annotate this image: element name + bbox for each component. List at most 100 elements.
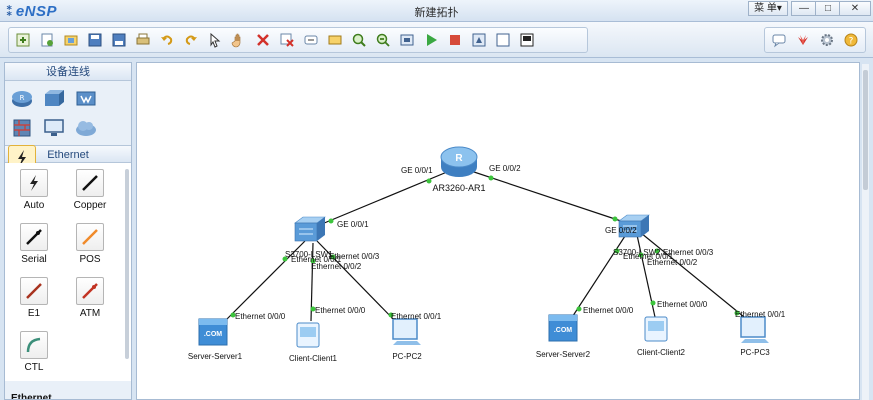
device-wlan[interactable] (72, 85, 100, 111)
pc-label: PC-PC2 (392, 352, 422, 361)
delete-button[interactable] (252, 29, 274, 51)
port-status-dots (230, 175, 740, 318)
cable-pos[interactable]: POS (65, 223, 115, 265)
pan-button[interactable] (228, 29, 250, 51)
topology-button[interactable] (516, 29, 538, 51)
wlan-icon (76, 91, 96, 106)
switch-icon (45, 90, 64, 106)
rectangle-button[interactable] (324, 29, 346, 51)
cable-label: Copper (73, 200, 107, 211)
cable-atm[interactable]: ATM (65, 277, 115, 319)
server-server1[interactable]: .COM Server-Server1 (188, 318, 243, 361)
canvas-scrollbar-thumb[interactable] (863, 70, 868, 190)
cable-label: E1 (27, 308, 41, 319)
topology-icon (520, 33, 534, 47)
port-label: Ethernet 0/0/3 (329, 252, 380, 261)
link-ar1-lsw2[interactable] (458, 166, 628, 224)
device-cloud[interactable] (72, 115, 100, 141)
save-as-button[interactable] (108, 29, 130, 51)
port-dot (654, 248, 660, 254)
select-pointer-icon (210, 32, 221, 48)
switch-lsw2[interactable]: S3700-LSW2 (613, 214, 661, 257)
pc-icon (44, 119, 64, 136)
chat-button[interactable] (768, 29, 790, 51)
capture-icon (472, 33, 486, 47)
switch-label: S3700-LSW1 (285, 250, 333, 259)
redo-button[interactable] (180, 29, 202, 51)
new-topology-button[interactable] (12, 29, 34, 51)
app-name: eNSP (15, 3, 57, 20)
right-edge (869, 62, 873, 400)
switch-lsw1[interactable]: S3700-LSW1 (285, 216, 333, 259)
stop-button[interactable] (444, 29, 466, 51)
router-label: AR3260-AR1 (432, 183, 485, 193)
start-button[interactable] (420, 29, 442, 51)
cable-copper[interactable]: Copper (65, 169, 115, 211)
delete-connection-button[interactable] (276, 29, 298, 51)
cable-label: POS (79, 254, 101, 265)
cable-e1[interactable]: E1 (9, 277, 59, 319)
stop-icon (450, 35, 460, 45)
cable-list-scrollbar[interactable] (125, 169, 129, 359)
cloud-icon (76, 121, 96, 136)
port-label: Ethernet 0/0/0 (657, 300, 708, 309)
canvas-scrollbar[interactable] (862, 64, 869, 400)
chat-icon (772, 34, 786, 48)
link-ar1-lsw1[interactable] (304, 166, 460, 232)
cable-ctl[interactable]: CTL (9, 331, 59, 373)
port-label: Ethernet 0/0/0 (583, 306, 634, 315)
device-pc[interactable] (40, 115, 68, 141)
pc-pc2[interactable]: PC-PC2 (392, 318, 422, 361)
port-dot (388, 312, 394, 318)
cable-auto[interactable]: Auto (9, 169, 59, 211)
link-lsw1-pc2[interactable] (316, 240, 400, 326)
capture-button[interactable] (468, 29, 490, 51)
undo-button[interactable] (156, 29, 178, 51)
maximize-button[interactable]: □ (815, 1, 841, 16)
device-firewall[interactable] (8, 115, 36, 141)
device-switch[interactable] (40, 85, 68, 111)
print-button[interactable] (132, 29, 154, 51)
print-icon (136, 33, 150, 45)
pc-pc3[interactable]: PC-PC3 (740, 316, 770, 357)
port-label: GE 0/0/2 (489, 164, 521, 173)
text-button[interactable] (300, 29, 322, 51)
client-label: Client-Client2 (637, 348, 686, 357)
server-server2[interactable]: .COM Server-Server2 (536, 314, 591, 359)
grid-button[interactable] (492, 29, 514, 51)
zoom-out-button[interactable] (372, 29, 394, 51)
new-button[interactable] (36, 29, 58, 51)
toolbar: ? (0, 22, 873, 58)
select-button[interactable] (204, 29, 226, 51)
close-button[interactable]: ✕ (839, 1, 871, 16)
zoom-in-button[interactable] (348, 29, 370, 51)
devices-header: 设备连线 (5, 63, 131, 81)
device-router[interactable]: R (8, 85, 36, 111)
new-topology-icon (16, 33, 30, 47)
pos-cable-icon (82, 229, 98, 245)
huawei-button[interactable] (792, 29, 814, 51)
pc-label: PC-PC3 (740, 348, 770, 357)
topology-canvas[interactable]: R AR3260-AR1 GE 0/0/1 GE 0/0/2 S3700-LSW… (136, 62, 860, 400)
link-lsw1-server1[interactable] (220, 240, 306, 326)
menu-button[interactable]: 菜 单▾ (748, 1, 788, 16)
help-button[interactable]: ? (840, 29, 862, 51)
app-logo: ⁑ eNSP (6, 3, 57, 20)
port-dot (614, 248, 620, 254)
huawei-icon (798, 35, 808, 45)
port-label: Ethernet 0/0/1 (623, 252, 674, 261)
save-button[interactable] (84, 29, 106, 51)
port-dot (576, 306, 582, 312)
client-label: Client-Client1 (289, 354, 338, 363)
fit-button[interactable] (396, 29, 418, 51)
rectangle-icon (328, 35, 342, 45)
link-lsw2-pc3[interactable] (640, 232, 750, 322)
port-dot (310, 306, 316, 312)
cable-serial[interactable]: Serial (9, 223, 59, 265)
client-client1[interactable]: Client-Client1 (289, 322, 338, 363)
client-client2[interactable]: Client-Client2 (637, 316, 686, 357)
settings-button[interactable] (816, 29, 838, 51)
minimize-button[interactable]: — (791, 1, 817, 16)
open-button[interactable] (60, 29, 82, 51)
router-ar1[interactable]: R AR3260-AR1 (432, 146, 486, 193)
